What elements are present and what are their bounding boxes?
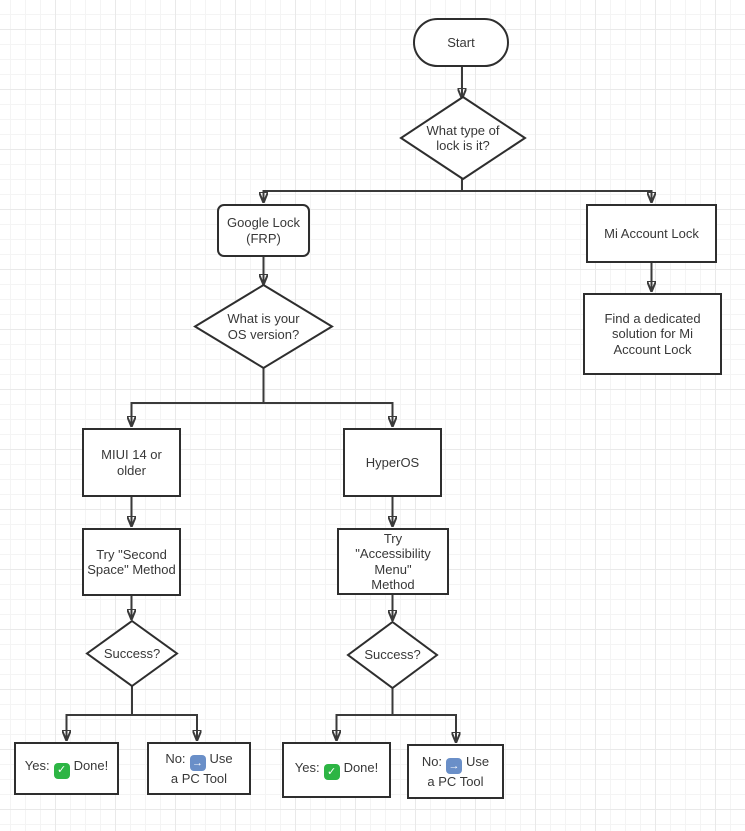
check-emoji: ✓ [53,762,70,779]
decision-success-right: Success? [348,622,437,688]
edge-lock-type-to-google-lock [264,190,462,202]
node-no-pc-tool-left: No:→Use a PC Tool [147,742,251,795]
decision-os-version: What is your OS version? [195,285,332,368]
diamond-shape [87,621,177,686]
second-space-label: Try "Second Space" Method [87,546,176,577]
no-right-label: No:→Use a PC Tool [421,753,490,790]
decision-lock-type: What type of lock is it? [401,97,525,179]
edge-success-left-to-no-left [132,714,197,740]
node-miui14: MIUI 14 or older [82,428,181,497]
hyperos-label: HyperOS [365,454,420,470]
success-right-label: Success? [364,647,421,663]
edge-success-right-to-yes-right [337,714,393,740]
edge-os-version-to-miui14 [132,402,264,426]
check-emoji: ✓ [323,764,340,781]
miui14-label: MIUI 14 or older [101,447,162,478]
node-find-solution: Find a dedicated solution for Mi Account… [583,293,722,375]
node-start: Start [413,18,509,67]
diamond-shape [195,285,332,368]
node-no-pc-tool-right: No:→Use a PC Tool [407,744,504,799]
lock-type-label: What type of lock is it? [426,122,500,153]
find-solution-label: Find a dedicated solution for Mi Account… [604,311,701,357]
os-version-label: What is your OS version? [227,311,300,342]
node-accessibility-menu: Try "Accessibility Menu" Method [337,528,449,595]
right-arrow-emoji: → [446,758,463,775]
node-google-lock: Google Lock (FRP) [217,204,310,257]
node-yes-done-right: Yes:✓Done! [282,742,391,798]
start-label: Start [447,34,475,50]
edge-lock-type-to-mi-account-lock [462,190,652,202]
node-yes-done-left: Yes:✓Done! [14,742,119,795]
edge-success-right-to-no-right [392,714,457,742]
success-left-label: Success? [103,645,161,661]
right-arrow-emoji: → [189,755,206,772]
edge-success-left-to-yes-left [67,714,132,740]
node-hyperos: HyperOS [343,428,442,497]
decision-success-left: Success? [87,621,177,686]
edge-os-version-to-hyperos [263,402,393,426]
diamond-shape [348,622,437,688]
node-second-space: Try "Second Space" Method [82,528,181,596]
google-lock-label: Google Lock (FRP) [227,215,300,246]
accessibility-menu-label: Try "Accessibility Menu" Method [355,530,431,592]
no-left-label: No:→Use a PC Tool [165,750,233,787]
mi-account-lock-label: Mi Account Lock [604,225,699,241]
node-mi-account-lock: Mi Account Lock [586,204,717,263]
diamond-shape [401,97,525,179]
yes-left-label: Yes:✓Done! [22,758,112,779]
yes-right-label: Yes:✓Done! [292,760,382,781]
